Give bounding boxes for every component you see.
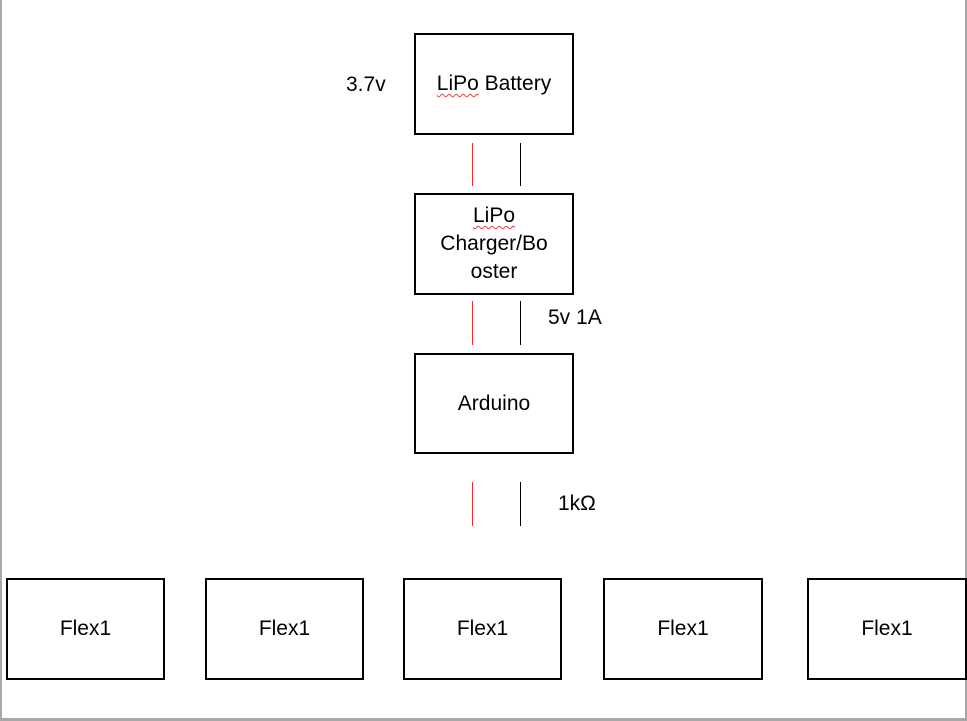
charger-label-line2: Charger/Bo (440, 232, 548, 255)
flex-sensor-box-1: Flex1 (6, 578, 165, 680)
charger-label-line1: LiPo (472, 204, 516, 227)
flex-sensor-box-5: Flex1 (807, 578, 967, 680)
resistor-label: 1kΩ (558, 492, 596, 515)
positive-wire-arduino-flex (472, 482, 473, 526)
charger-label-line3: oster (470, 260, 518, 283)
flex-sensor-label: Flex1 (258, 617, 311, 640)
left-border (0, 0, 2, 721)
negative-wire-charger-arduino (520, 301, 521, 345)
negative-wire-battery-charger (520, 143, 521, 186)
positive-wire-charger-arduino (472, 301, 473, 345)
right-border (965, 0, 967, 721)
flex-sensor-label: Flex1 (861, 617, 913, 640)
charger-booster-box: LiPo Charger/Bo oster (414, 193, 574, 295)
flex-sensor-label: Flex1 (59, 617, 112, 640)
arduino-label: Arduino (457, 391, 531, 415)
booster-output-label: 5v 1A (548, 306, 602, 329)
flex-sensor-box-4: Flex1 (603, 578, 763, 680)
flex-sensor-box-2: Flex1 (205, 578, 364, 680)
battery-box: LiPo Battery (414, 33, 574, 135)
battery-label-word2: Battery (478, 72, 552, 95)
battery-voltage-label: 3.7v (346, 73, 386, 96)
battery-label: LiPo Battery (437, 70, 551, 98)
negative-wire-arduino-flex (520, 482, 521, 526)
bottom-border (0, 718, 967, 721)
arduino-box: Arduino (414, 353, 574, 454)
battery-label-word1: LiPo (436, 72, 479, 95)
positive-wire-battery-charger (472, 143, 473, 186)
flex-sensor-box-3: Flex1 (403, 578, 562, 680)
flex-sensor-label: Flex1 (456, 617, 509, 640)
flex-sensor-label: Flex1 (657, 617, 709, 640)
